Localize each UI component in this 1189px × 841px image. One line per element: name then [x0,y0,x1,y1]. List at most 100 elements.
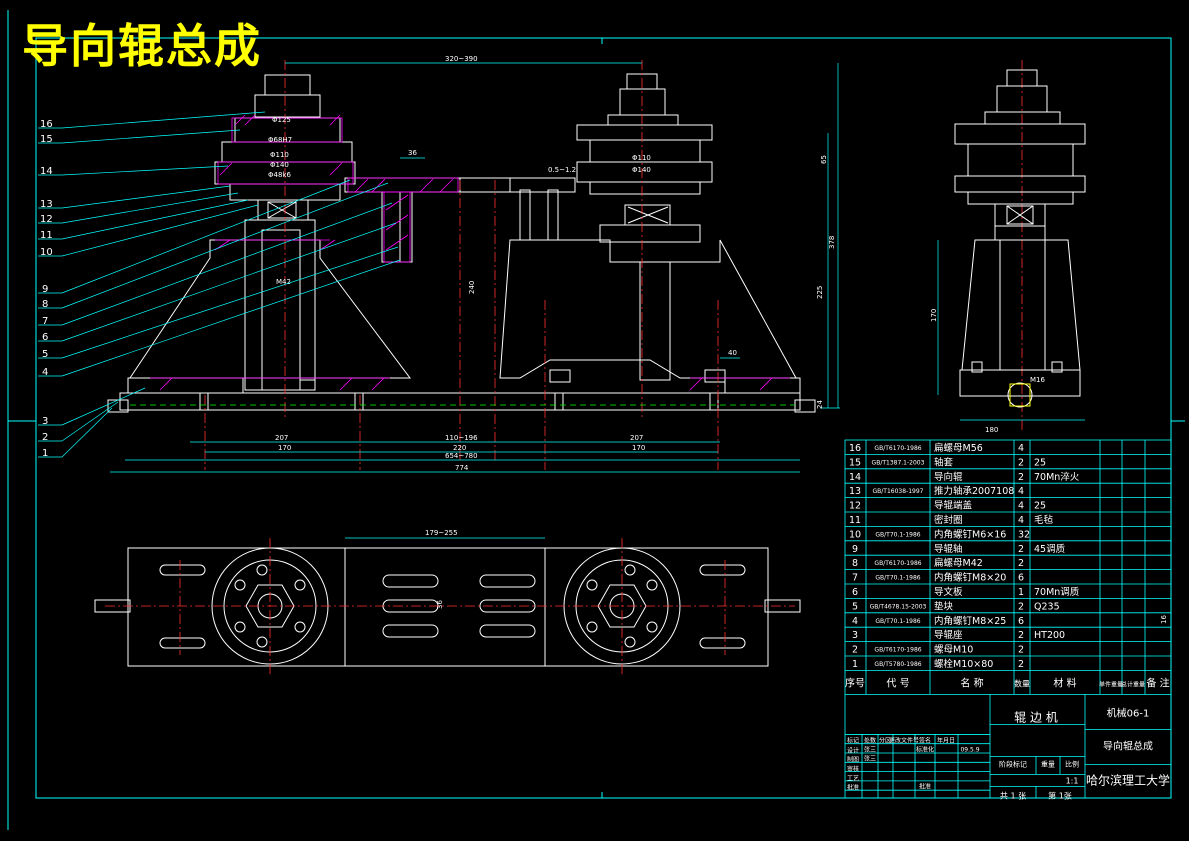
bom-row-no: 4 [852,616,858,627]
bom-row-name: 扁螺母M56 [934,442,983,454]
dim-side-h170: 170 [930,309,938,322]
bom-row-name: 推力轴承2007108 [934,485,1014,497]
dim-phi140: Φ140 [270,161,289,169]
title-weight-label: 重量 [1041,760,1055,768]
bom-header-name: 名 称 [960,676,983,689]
bom-row-name: 内角螺钉M8×25 [934,615,1006,627]
bom-row-qty: 6 [1018,616,1024,627]
dim-w207b: 207 [630,434,643,442]
title-row-label: 工艺 [847,774,859,782]
bom-header-code: 代 号 [886,677,909,689]
bom-row-name: 垫块 [934,600,954,612]
dim-gap: 0.5~1.2 [548,166,576,174]
callout-12: 12 [40,214,53,225]
bom-row-material: Q235 [1034,601,1060,612]
dim-phi68h7: Φ68H7 [268,136,292,144]
dim-h65: 65 [820,155,828,164]
dimension-text: 320~390 36 Φ125 Φ68H7 Φ110 Φ140 Φ48k6 0.… [268,55,1168,624]
callout-5: 5 [42,349,48,360]
dim-h240: 240 [468,281,476,294]
title-scale-label: 比例 [1065,759,1079,768]
callout-13: 13 [40,199,53,210]
dim-small-16: 16 [1160,615,1168,624]
bom-row-qty: 2 [1018,457,1024,468]
bom-row-name: 内角螺钉M6×16 [934,528,1006,540]
bom-row-name: 轴套 [934,456,954,468]
dim-w110: 110~196 [445,434,478,442]
dim-phi48k6: Φ48k6 [268,171,291,179]
dim-w654: 654~780 [445,452,478,460]
drawing-frame [7,10,1185,830]
bom-header-single: 单件重量 [1099,680,1123,688]
callout-11: 11 [40,230,53,241]
callout-4: 4 [42,367,48,378]
bom-row-name: 导辊座 [934,629,963,641]
title-drawer: 张三 [864,754,876,762]
dim-w207a: 207 [275,434,288,442]
bom-header-qty: 数量 [1014,678,1030,688]
bom-row-qty: 2 [1018,558,1024,569]
dim-phi110: Φ110 [270,151,289,159]
title-rev-header: 年月日 [937,736,955,744]
dim-phi125: Φ125 [272,116,291,124]
bom-row-no: 12 [849,501,861,512]
top-view-centerlines [105,538,795,676]
title-row-label: 审核 [847,765,859,773]
bom-row-material: HT200 [1034,630,1065,641]
callout-1: 1 [42,448,48,459]
bom-row-code: GB/T16038-1997 [873,488,924,495]
title-std-label: 标准化 [916,745,934,753]
bom-row-code: GB/T6170-1986 [874,560,921,567]
title-rev-header: 更改文件号 [889,736,919,744]
bom-row-qty: 6 [1018,573,1024,584]
dim-w774: 774 [455,464,469,472]
title-approve-label: 批准 [919,782,931,790]
bom-row-name: 导向辊 [934,471,963,483]
title-rev-header: 处数 [864,736,876,744]
bom-row-name: 导文板 [934,586,963,598]
bom-row-material: 25 [1034,457,1046,468]
bom-row-material: 25 [1034,501,1046,512]
dim-w220: 220 [453,444,466,452]
bom-row-no: 15 [849,457,861,468]
bom-row-no: 8 [852,558,858,569]
dim-h378: 378 [828,236,836,249]
bom-row-qty: 2 [1018,544,1024,555]
drawing-title: 导向辊总成 [22,19,262,73]
bom-row-qty: 4 [1018,515,1024,526]
bom-row-code: GB/T6170-1986 [874,647,921,654]
bom-row-name: 螺母M10 [934,645,973,656]
bom-row-no: 1 [852,659,858,670]
title-sheet-total: 共 1 张 [1000,791,1026,800]
bom-row-name: 密封圈 [934,514,963,526]
bom-row-code: GB/T5780-1986 [874,661,921,668]
title-designer: 张三 [864,745,876,753]
callout-6: 6 [42,332,48,343]
bom-row-name: 扁螺母M42 [934,557,983,569]
callout-2: 2 [42,432,48,443]
bom-row-no: 5 [852,601,858,612]
bom-row-name: 导辊轴 [934,543,963,555]
callout-10: 10 [40,247,53,258]
dim-m42: M42 [276,278,291,286]
title-school: 哈尔滨理工大学 [1086,772,1170,787]
bom-row-material: 70Mn调质 [1034,586,1080,598]
dim-phi110b: Φ110 [632,154,651,162]
dim-phi140b: Φ140 [632,166,651,174]
bom-row-qty: 2 [1018,472,1024,483]
dim-side-w180: 180 [985,426,998,434]
callout-14: 14 [40,166,53,177]
dim-w170b: 170 [632,444,645,452]
callout-3: 3 [42,416,48,427]
dim-h225: 225 [816,286,824,299]
callout-8: 8 [42,299,48,310]
title-sheet-no: 第 1张 [1048,790,1072,800]
title-date: 09.5.9 [960,746,979,753]
callout-7: 7 [42,316,48,327]
title-stage-label: 阶段标记 [999,759,1027,768]
title-drawing-no: 机械06-1 [1107,706,1150,719]
bom-row-no: 10 [849,529,861,540]
title-part-name: 导向辊总成 [1103,739,1153,752]
dim-w40: 40 [728,349,737,357]
